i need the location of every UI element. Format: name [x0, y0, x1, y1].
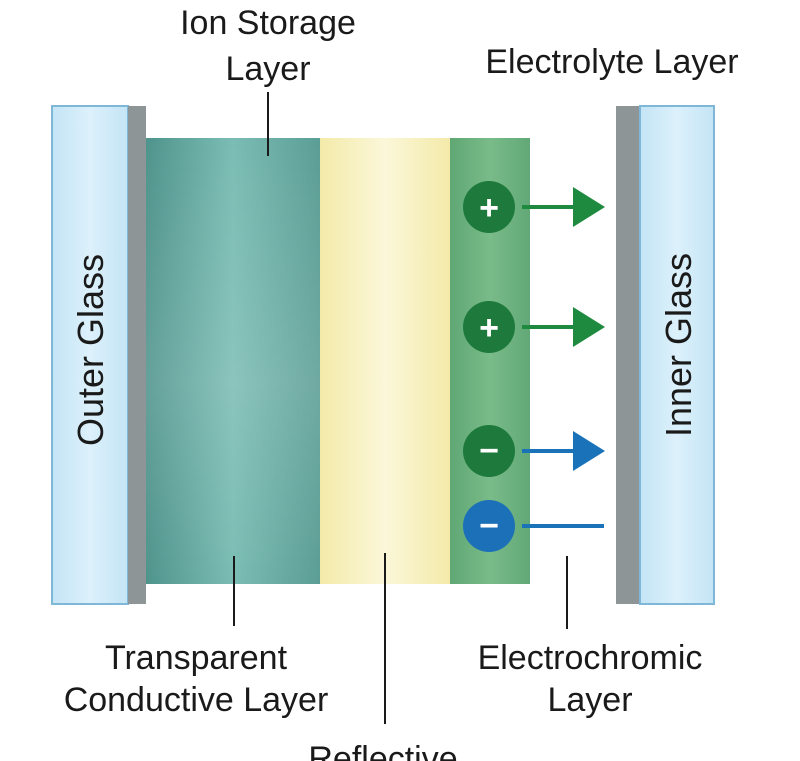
inner-glass-label: Inner Glass: [658, 253, 699, 437]
ion-negative-1: −: [463, 425, 605, 477]
electrolyte-label: Electrolyte Layer: [485, 43, 738, 81]
outer-conductive-strip: [128, 106, 146, 604]
inner-glass-pane: [639, 105, 715, 605]
ion-storage-label-line2: Layer: [225, 50, 310, 88]
ion-negative-2: −: [463, 500, 604, 552]
reflective-layer: [320, 138, 450, 584]
reflective-label: Reflective: [308, 740, 457, 761]
negative-sign: −: [479, 432, 499, 470]
transparent-conductive-label-line2: Conductive Layer: [64, 681, 329, 719]
positive-ion-icon: [463, 301, 515, 353]
outer-glass-label: Outer Glass: [70, 254, 111, 446]
positive-ion-icon: [463, 181, 515, 233]
negative-ion-icon: [463, 500, 515, 552]
negative-sign: −: [479, 507, 499, 545]
negative-ion-icon: [463, 425, 515, 477]
ion-positive-2: +: [463, 301, 605, 353]
ion-positive-1: +: [463, 181, 605, 233]
inner-conductive-strip: [616, 106, 640, 604]
ion-storage-label: Ion Storage: [180, 4, 356, 42]
outer-glass-pane: [51, 105, 129, 605]
ion-storage-layer-sheen: [146, 138, 320, 584]
positive-sign: +: [479, 189, 499, 227]
electrochromic-label: Electrochromic: [478, 639, 703, 677]
transparent-conductive-label: Transparent: [105, 639, 288, 677]
positive-sign: +: [479, 309, 499, 347]
electrochromic-label-line2: Layer: [547, 681, 632, 719]
